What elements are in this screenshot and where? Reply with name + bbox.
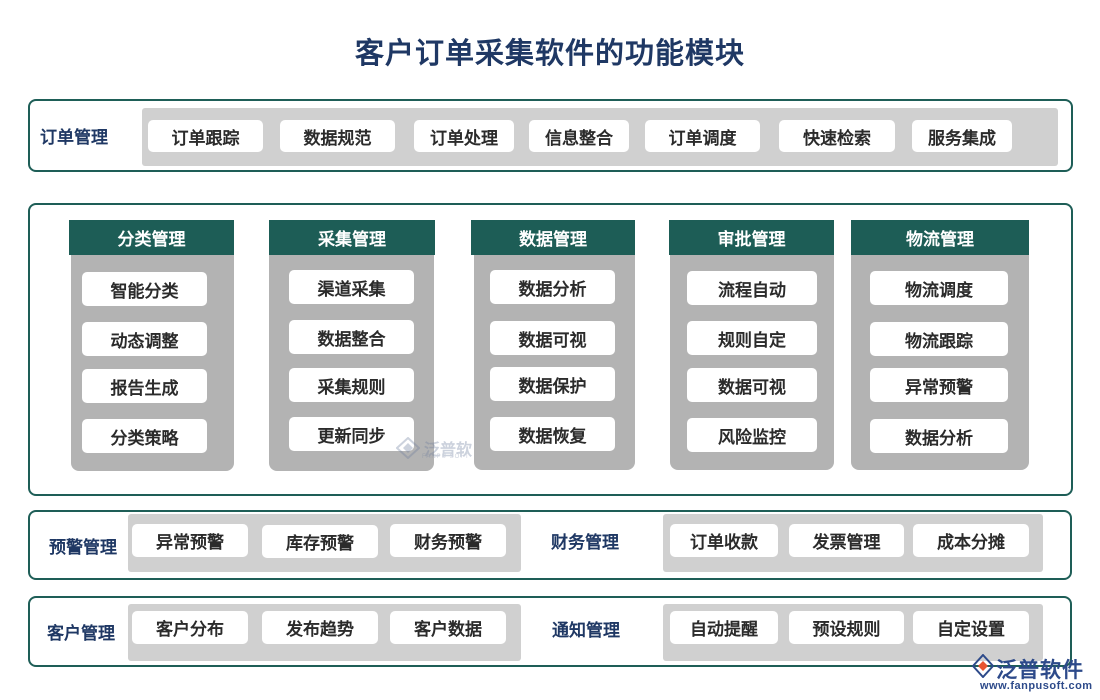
order-mgmt-item: 数据规范 [280, 120, 395, 152]
module-item: 采集规则 [289, 368, 414, 402]
finance-mgmt-label: 财务管理 [551, 532, 619, 552]
alert-mgmt-label: 预警管理 [49, 537, 117, 557]
order-mgmt-item: 订单跟踪 [148, 120, 263, 152]
watermark-text: 泛普软 [424, 442, 473, 459]
module-item: 物流调度 [870, 271, 1008, 305]
module-item: 数据分析 [490, 270, 615, 304]
customer-mgmt-label: 客户管理 [47, 623, 115, 643]
watermark-subtext: FANPU SOFT [422, 454, 470, 460]
alert-mgmt-item: 库存预警 [262, 525, 378, 558]
module-item: 渠道采集 [289, 270, 414, 304]
module-item: 物流跟踪 [870, 322, 1008, 356]
module-item: 异常预警 [870, 368, 1008, 402]
alert-mgmt-item: 财务预警 [390, 524, 506, 557]
notify-mgmt-item: 自动提醒 [670, 611, 778, 644]
order-mgmt-item: 信息整合 [529, 120, 629, 152]
brand-logo: 泛普软件 www.fanpusoft.com [972, 652, 1096, 696]
alert-mgmt-item: 异常预警 [132, 524, 248, 557]
module-item: 数据分析 [870, 419, 1008, 453]
order-mgmt-label: 订单管理 [40, 127, 108, 147]
module-header: 采集管理 [269, 220, 435, 255]
module-item: 规则自定 [687, 321, 817, 355]
module-item: 智能分类 [82, 272, 207, 306]
customer-mgmt-item: 客户分布 [132, 611, 248, 644]
order-mgmt-item: 订单处理 [414, 120, 514, 152]
order-mgmt-item: 订单调度 [645, 120, 760, 152]
customer-mgmt-item: 发布趋势 [262, 611, 378, 644]
module-item: 动态调整 [82, 322, 207, 356]
fanpu-logo-icon [972, 654, 994, 678]
fanpu-logo-icon [396, 437, 420, 459]
finance-mgmt-item: 成本分摊 [913, 524, 1029, 557]
module-header: 数据管理 [471, 220, 635, 255]
brand-url: www.fanpusoft.com [980, 680, 1093, 692]
order-mgmt-item: 快速检索 [779, 120, 895, 152]
module-header: 物流管理 [851, 220, 1029, 255]
finance-mgmt-item: 发票管理 [789, 524, 904, 557]
module-item: 数据保护 [490, 367, 615, 401]
module-header: 审批管理 [669, 220, 834, 255]
order-mgmt-item: 服务集成 [912, 120, 1012, 152]
module-item: 流程自动 [687, 271, 817, 305]
page-title: 客户订单采集软件的功能模块 [354, 38, 745, 70]
notify-mgmt-label: 通知管理 [552, 620, 620, 640]
notify-mgmt-item: 自定设置 [913, 611, 1029, 644]
module-item: 数据可视 [490, 321, 615, 355]
finance-mgmt-item: 订单收款 [670, 524, 778, 557]
module-item: 报告生成 [82, 369, 207, 403]
module-item: 分类策略 [82, 419, 207, 453]
module-item: 更新同步 [289, 417, 414, 451]
module-item: 数据整合 [289, 320, 414, 354]
brand-name: 泛普软件 [996, 659, 1084, 682]
module-item: 风险监控 [687, 418, 817, 452]
watermark: 泛普软 FANPU SOFT [396, 436, 472, 460]
notify-mgmt-item: 预设规则 [789, 611, 904, 644]
module-item: 数据恢复 [490, 417, 615, 451]
module-item: 数据可视 [687, 368, 817, 402]
module-header: 分类管理 [69, 220, 234, 255]
customer-mgmt-item: 客户数据 [390, 611, 506, 644]
